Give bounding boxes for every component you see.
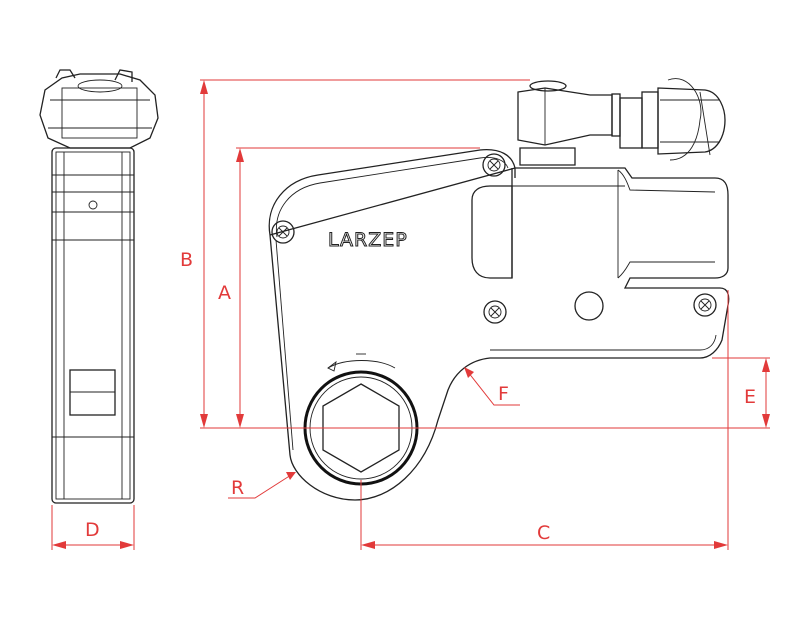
dimension-lines — [51, 79, 770, 550]
bolt-bottom-left — [483, 300, 507, 324]
dimension-label-d: D — [85, 519, 100, 541]
dimension-label-f: F — [498, 383, 509, 405]
pin-hole — [574, 291, 604, 321]
bolt-top — [482, 153, 506, 177]
dimension-label-b: B — [180, 249, 193, 271]
brand-logo: LARZEP — [328, 229, 408, 251]
dimension-label-r: R — [231, 477, 244, 499]
hex-socket — [322, 383, 400, 473]
side-view — [39, 69, 159, 504]
dimension-label-a: A — [218, 282, 231, 304]
dimension-label-c: C — [537, 522, 550, 544]
bolt-bottom-right — [693, 293, 717, 317]
main-view: LARZEP — [268, 78, 730, 501]
bolt-left — [271, 220, 295, 244]
dimension-label-e: E — [744, 386, 756, 408]
